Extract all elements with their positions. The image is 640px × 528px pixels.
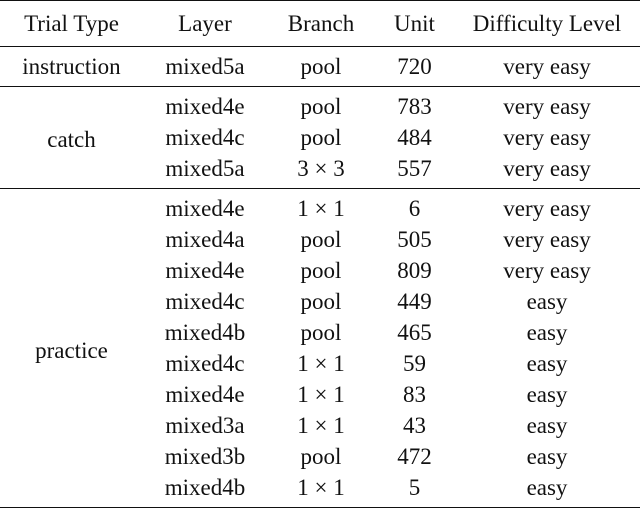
- unit-cell: 809: [397, 258, 432, 283]
- branch-cell: 3 × 3: [267, 153, 375, 189]
- branch-cell: pool: [300, 227, 342, 252]
- layer-cell: mixed4b: [143, 472, 267, 508]
- header-difficulty-level: Difficulty Level: [454, 0, 640, 47]
- unit-cell: 59: [403, 351, 426, 376]
- header-layer: Layer: [143, 0, 267, 47]
- layer-cell: mixed4e: [165, 258, 245, 283]
- difficulty-cell: easy: [526, 413, 568, 438]
- difficulty-cell: very easy: [503, 227, 591, 252]
- header-trial-type: Trial Type: [0, 0, 143, 47]
- table-row: mixed4e pool 809 very easy: [0, 255, 640, 286]
- unit-cell: 43: [403, 413, 426, 438]
- branch-cell: pool: [300, 289, 342, 314]
- difficulty-cell: very easy: [503, 94, 591, 119]
- difficulty-cell: easy: [526, 444, 568, 469]
- layer-cell: mixed4b: [164, 320, 246, 345]
- branch-cell: 1 × 1: [267, 472, 375, 508]
- difficulty-cell: easy: [526, 320, 568, 345]
- branch-cell: pool: [267, 46, 375, 87]
- trial-type-cell: instruction: [0, 46, 143, 87]
- unit-cell: 484: [397, 125, 432, 150]
- table-row: mixed3b pool 472 easy: [0, 441, 640, 472]
- unit-cell: 720: [375, 46, 454, 87]
- difficulty-cell: easy: [526, 382, 568, 407]
- table-row: practice mixed4e 1 × 1 6 very easy: [0, 188, 640, 508]
- unit-cell: 505: [397, 227, 432, 252]
- difficulty-cell: very easy: [454, 153, 640, 189]
- branch-cell: 1 × 1: [297, 413, 345, 438]
- table-row: mixed4c 1 × 1 59 easy: [0, 348, 640, 379]
- layer-cell: mixed4c: [165, 125, 245, 150]
- unit-cell: 6: [408, 196, 421, 221]
- branch-cell: pool: [300, 444, 342, 469]
- difficulty-cell: easy: [526, 351, 568, 376]
- difficulty-cell: easy: [454, 472, 640, 508]
- layer-cell: mixed5a: [143, 46, 267, 87]
- layer-cell: mixed3b: [164, 444, 246, 469]
- branch-cell: pool: [300, 258, 342, 283]
- branch-cell: pool: [300, 125, 342, 150]
- layer-cell: mixed4e: [165, 196, 245, 221]
- header-row: Trial Type Layer Branch Unit Difficulty …: [0, 0, 640, 47]
- header-branch: Branch: [267, 0, 375, 47]
- branch-cell: pool: [300, 94, 342, 119]
- difficulty-cell: very easy: [454, 46, 640, 87]
- unit-cell: 83: [403, 382, 426, 407]
- table-row: mixed4c pool 484 very easy: [0, 122, 640, 153]
- trial-table: Trial Type Layer Branch Unit Difficulty …: [0, 0, 640, 508]
- table-row: catch mixed4e pool 783 very easy: [0, 86, 640, 189]
- trial-type-cell: catch: [0, 86, 143, 189]
- difficulty-cell: easy: [526, 289, 568, 314]
- table-header: Trial Type Layer Branch Unit Difficulty …: [0, 0, 640, 47]
- layer-cell: mixed4e: [165, 94, 245, 119]
- difficulty-cell: very easy: [503, 258, 591, 283]
- unit-cell: 472: [397, 444, 432, 469]
- layer-cell: mixed3a: [165, 413, 245, 438]
- table-row: mixed4e 1 × 1 83 easy: [0, 379, 640, 410]
- difficulty-cell: very easy: [503, 196, 591, 221]
- table-row: mixed4b pool 465 easy: [0, 317, 640, 348]
- branch-cell: pool: [300, 320, 342, 345]
- unit-cell: 557: [375, 153, 454, 189]
- layer-cell: mixed4c: [165, 289, 245, 314]
- trial-type-cell: practice: [0, 188, 143, 508]
- layer-cell: mixed5a: [143, 153, 267, 189]
- header-unit: Unit: [375, 0, 454, 47]
- difficulty-cell: very easy: [503, 125, 591, 150]
- layer-cell: mixed4e: [165, 382, 245, 407]
- branch-cell: 1 × 1: [297, 196, 345, 221]
- unit-cell: 783: [397, 94, 432, 119]
- branch-cell: 1 × 1: [297, 351, 345, 376]
- table-row: mixed3a 1 × 1 43 easy: [0, 410, 640, 441]
- table-row: mixed4a pool 505 very easy: [0, 224, 640, 255]
- branch-cell: 1 × 1: [297, 382, 345, 407]
- unit-cell: 449: [397, 289, 432, 314]
- layer-cell: mixed4c: [165, 351, 245, 376]
- unit-cell: 5: [375, 472, 454, 508]
- table-row: mixed4c pool 449 easy: [0, 286, 640, 317]
- layer-cell: mixed4a: [165, 227, 245, 252]
- unit-cell: 465: [397, 320, 432, 345]
